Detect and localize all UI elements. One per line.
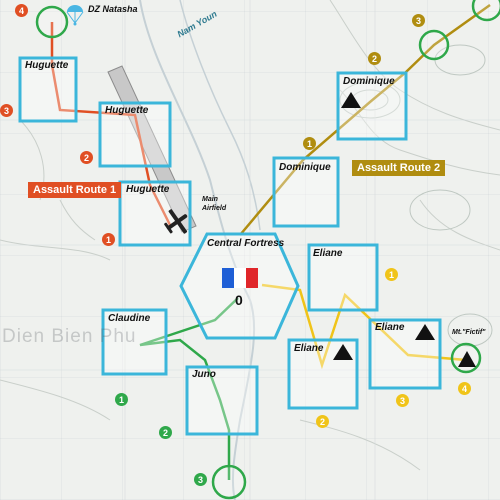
route2-label: Assault Route 2 — [352, 160, 446, 176]
strongpoint-label: Huguette — [25, 60, 69, 71]
route2-step: 1 — [303, 137, 316, 150]
green-route-step: 1 — [115, 393, 128, 406]
objective-circle-dz — [35, 5, 69, 39]
route2-line — [239, 3, 491, 236]
mountain-icon — [341, 92, 361, 108]
objective-circle-northeast — [471, 0, 500, 22]
strongpoint-label: Dominique — [343, 76, 395, 87]
strongpoint-label: Eliane — [375, 322, 405, 333]
french-flag — [222, 268, 258, 288]
green-route-line — [139, 297, 239, 480]
route2-step: 3 — [412, 14, 425, 27]
central-fortress-label: Central Fortress — [207, 238, 285, 249]
fortress-score: 0 — [235, 292, 243, 308]
objective-circle-north — [418, 29, 450, 61]
mountain-icon — [415, 324, 435, 340]
flag-stripe-white — [234, 268, 246, 288]
parachute-icon — [66, 5, 84, 26]
town-label: Dien Bien Phu — [2, 326, 137, 347]
mountain-icon — [458, 351, 476, 367]
green-route-step: 3 — [194, 473, 207, 486]
route1-step: 2 — [80, 151, 93, 164]
route1-step: 3 — [0, 104, 13, 117]
strongpoint-label: Claudine — [108, 313, 151, 324]
flag-stripe-blue — [222, 268, 234, 288]
yellow-route-step: 2 — [316, 415, 329, 428]
yellow-route-step: 3 — [396, 394, 409, 407]
yellow-route-step: 4 — [458, 382, 471, 395]
route1-step: 4 — [15, 4, 28, 17]
airplane-icon — [164, 209, 188, 234]
strongpoint-label: Huguette — [126, 184, 170, 195]
strongpoint-label: Eliane — [294, 343, 324, 354]
mountain-icons — [333, 92, 476, 367]
route1-label: Assault Route 1 — [28, 182, 122, 198]
yellow-route-line — [261, 283, 467, 370]
strongpoint-label: Dominique — [279, 162, 331, 173]
drop-zone-label: DZ Natasha — [88, 4, 138, 14]
mountain-label: Mt."Fictif" — [452, 329, 486, 336]
strongpoint-label: Eliane — [313, 248, 343, 259]
mountain-icon — [333, 344, 353, 360]
strongpoint-label: Juno — [192, 369, 216, 380]
airfield-label: Main Airfield — [202, 196, 227, 212]
objective-circles — [35, 0, 500, 500]
strongpoint-label: Huguette — [105, 105, 149, 116]
green-route-step: 2 — [159, 426, 172, 439]
flag-stripe-red — [246, 268, 258, 288]
airfield-strip — [107, 65, 197, 233]
route2-step: 2 — [368, 52, 381, 65]
objective-circle-south — [211, 464, 247, 500]
route1-step: 1 — [102, 233, 115, 246]
yellow-route-step: 1 — [385, 268, 398, 281]
